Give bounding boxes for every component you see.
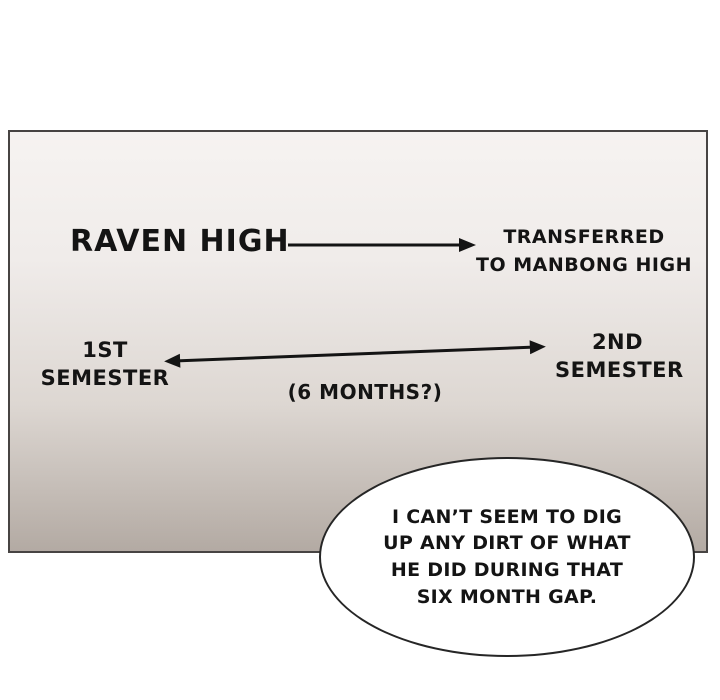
first-semester-label: 1ST SEMESTER [40,336,170,393]
transferred-line-1: TRANSFERRED [503,226,665,248]
speech-line-4: SIX MONTH GAP. [416,585,598,608]
transferred-label: TRANSFERRED TO MANBONG HIGH [476,224,692,279]
transfer-right-arrow-icon [288,238,476,252]
transferred-line-2: TO MANBONG HIGH [476,253,692,276]
second-semester-line-2: SEMESTER [555,358,684,383]
speech-line-2: UP ANY DIRT OF WHAT [383,532,631,555]
raven-high-label: RAVEN HIGH [70,224,290,259]
second-semester-label: 2ND SEMESTER [555,328,684,385]
semester-span-double-arrow-icon [164,340,546,368]
flashback-panel: RAVEN HIGH TRANSFERRED TO MANBONG HIGH 1… [8,130,708,553]
speech-line-1: I CAN’T SEEM TO DIG [391,505,623,528]
speech-bubble-text: I CAN’T SEEM TO DIG UP ANY DIRT OF WHAT … [383,504,631,610]
six-months-label: (6 MONTHS?) [287,380,443,404]
second-semester-line-1: 2ND [591,330,644,354]
speech-bubble: I CAN’T SEEM TO DIG UP ANY DIRT OF WHAT … [319,457,695,657]
speech-line-3: HE DID DURING THAT [390,559,624,581]
first-semester-line-1: 1ST [82,338,128,362]
first-semester-line-2: SEMESTER [40,366,170,391]
